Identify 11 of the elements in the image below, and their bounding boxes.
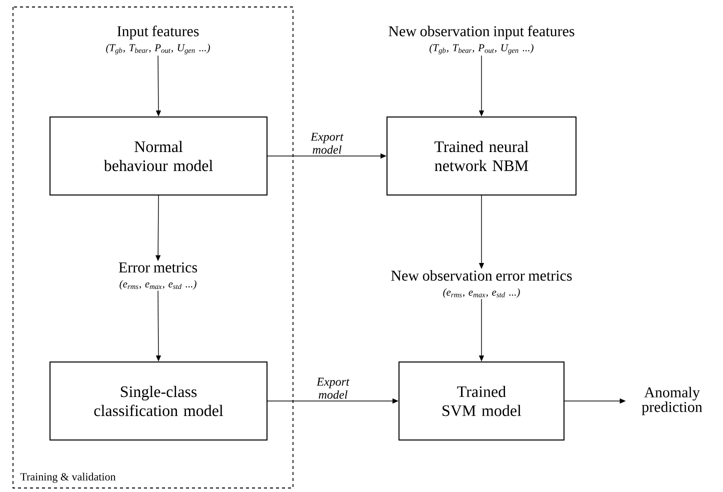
text-label: New observation error metrics (e$_{rms}$, e$_{max}$, e$_{std}$ ...)	[391, 270, 572, 298]
process-box: Trained neural network NBM	[386, 116, 576, 196]
text-label: New observation input features (T$_{gb}$, T$_{bear}$, P$_{out}$, U$_{gen}$ ...)	[388, 26, 574, 54]
text-label: Input features (T$_{gb}$, T$_{bear}$, P$_{out}$, U$_{gen}$ ...)	[106, 26, 210, 54]
edge-label: Export model	[316, 378, 350, 399]
text-label: Anomaly prediction	[642, 386, 702, 416]
edge-label: Export model	[310, 132, 344, 154]
process-box: Trained SVM model	[398, 362, 564, 440]
process-box: Normal behaviour model	[50, 116, 268, 196]
process-box: Single-class classification model	[50, 362, 268, 440]
text-label: Error metrics (e$_{rms}$, e$_{max}$, e$_{std}$ ...)	[118, 262, 198, 290]
